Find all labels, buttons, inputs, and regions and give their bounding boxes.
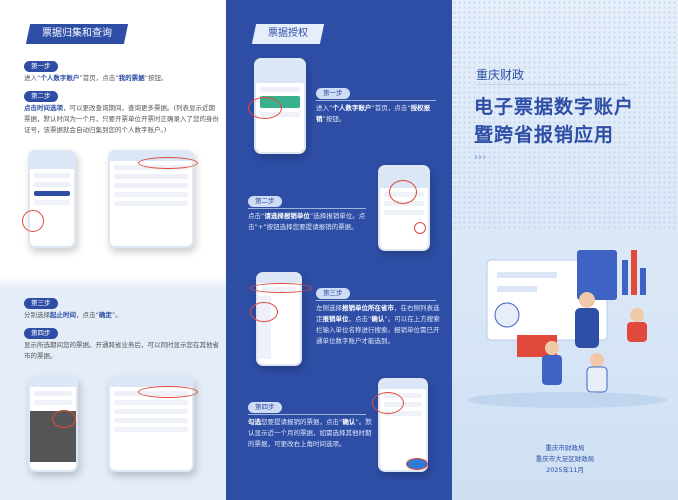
t: 请选择报销单位	[264, 212, 310, 220]
bar	[640, 268, 646, 295]
phone-screenshot	[378, 165, 430, 251]
t: ”按钮。	[144, 74, 168, 82]
t: ，点击“	[348, 315, 372, 323]
screen-line	[497, 272, 557, 278]
person-body	[627, 322, 647, 342]
divider	[476, 84, 628, 85]
highlight-circle	[250, 283, 312, 293]
phone-screenshot	[28, 150, 76, 248]
step-badge: 第三步	[316, 288, 350, 299]
step-text: 勾选您要提请报销的票据，点击“确认”。默认显示近一个月的票据，如需选择其他时期的…	[248, 417, 372, 450]
step-text: 点击“请选择报销单位”选择报销单位。点击“+”按钮选择您要提请报销的票据。	[248, 211, 372, 233]
auth-panel: 票据授权 第一步 进入“个人数字账户”首页，点击“授权报销”按钮。 第二步 点击…	[226, 0, 452, 500]
t: ，点击“	[76, 311, 99, 319]
office-illustration	[467, 250, 667, 408]
t: 确认	[371, 315, 385, 323]
highlight-circle	[250, 302, 278, 322]
collect-panel: 票据归集和查询 第一步 进入“个人数字账户”首页，点击“我的票据”按钮。 第二步…	[0, 0, 226, 500]
highlight-circle	[138, 157, 198, 169]
divider	[316, 300, 436, 301]
t: ”。	[111, 311, 122, 319]
t: 分别选择	[24, 311, 50, 319]
bar	[622, 260, 628, 295]
t: ”。默认显示近一个月的票据，如需选择其他时期的票据，可更改右上角时间选项。	[248, 418, 372, 448]
t: 勾选	[248, 418, 261, 426]
t: ”首页，点击“	[79, 74, 119, 82]
step-badge: 第四步	[24, 328, 58, 339]
cover-title-line1: 电子票据数字账户	[474, 96, 635, 118]
person-head	[545, 341, 559, 355]
footer-org-2: 重庆市大足区财政局	[535, 455, 595, 463]
t: ”。可以在上方搜索栏输入单位名称进行搜索。报销单位需已开通单位数字账户才能选到。	[316, 315, 440, 345]
highlight-circle	[52, 410, 76, 428]
person-body	[542, 355, 562, 385]
section-title: 票据归集和查询	[25, 24, 129, 44]
divider	[248, 414, 366, 415]
org-name: 重庆财政	[476, 68, 525, 82]
document-card	[577, 250, 617, 300]
screen-line	[497, 286, 537, 292]
highlight-circle	[389, 180, 417, 204]
bar	[631, 250, 637, 295]
person-head	[579, 292, 595, 308]
cover-title-line2: 暨跨省报销应用	[474, 124, 615, 146]
highlight-circle	[248, 97, 282, 119]
step-text: 进入“个人数字账户”首页，点击“我的票据”按钮。	[24, 73, 219, 84]
person-body	[586, 366, 608, 393]
cover-panel: 重庆财政 电子票据数字账户 暨跨省报销应用 ››› 重庆市财政局 重庆市大足区财…	[452, 0, 678, 500]
t: 授权报销	[316, 104, 431, 123]
t: ，可以更改查询期间，查询更多票据。(列表显示近期票据，默认时间为一个月，只要开票…	[24, 104, 219, 134]
t: 点击“	[248, 212, 265, 220]
t: 确定	[98, 311, 112, 319]
step-badge: 第一步	[316, 88, 350, 99]
footer: 重庆市财政局 重庆市大足区财政局 2025年11月	[452, 443, 678, 476]
t: 进入“	[24, 74, 41, 82]
highlight-circle	[372, 392, 404, 414]
highlight-circle	[22, 210, 44, 232]
footer-date: 2025年11月	[546, 466, 584, 474]
person-body	[575, 308, 599, 348]
t: 确认	[342, 418, 356, 426]
t: 我的票据	[118, 74, 145, 82]
section-title-text: 票据归集和查询	[42, 28, 112, 39]
floor-shadow	[467, 392, 667, 408]
step-badge: 第四步	[248, 402, 282, 413]
t: 左侧选择	[316, 304, 342, 312]
section-title: 票据授权	[251, 24, 325, 44]
step-text: 显示所选期间您的票据。开通跨省业务后，可以同时显示您在其他省市的票据。	[24, 341, 219, 360]
step-text: 分别选择起止时间，点击“确定”。	[24, 310, 219, 321]
person-head	[630, 308, 644, 322]
t: 起止时间	[50, 311, 76, 319]
t: ”按钮。	[322, 115, 346, 123]
add-button-highlight	[414, 222, 426, 234]
t: 个人数字账户	[40, 74, 80, 82]
divider	[248, 208, 366, 209]
divider	[316, 100, 436, 101]
t: 点击时间选项	[24, 104, 63, 112]
step-badge: 第二步	[248, 196, 282, 207]
person-head	[590, 353, 604, 367]
t: ”首页，点击“	[371, 104, 411, 112]
t: 个人数字账户	[332, 104, 372, 112]
t: ，在右侧列表选定	[316, 304, 440, 323]
dot-pattern	[452, 0, 678, 230]
chevrons-icon: ›››	[474, 152, 487, 163]
section-title-text: 票据授权	[268, 28, 308, 39]
confirm-button-highlight	[406, 458, 428, 470]
magnifier-icon	[494, 302, 520, 328]
t: 您要提请报销的票据，点击“	[261, 418, 343, 426]
step-badge: 第二步	[24, 91, 58, 102]
t: 进入“	[316, 104, 333, 112]
step-badge: 第三步	[24, 298, 58, 309]
step-badge: 第一步	[24, 61, 58, 72]
t: 报销单位	[322, 315, 349, 323]
t: 报销单位所在省市	[342, 304, 394, 312]
footer-org-1: 重庆市财政局	[545, 444, 585, 452]
step-text: 左侧选择报销单位所在省市，在右侧列表选定报销单位，点击“确认”。可以在上方搜索栏…	[316, 303, 442, 347]
step-text: 进入“个人数字账户”首页，点击“授权报销”按钮。	[316, 103, 434, 125]
step-text: 点击时间选项，可以更改查询期间，查询更多票据。(列表显示近期票据，默认时间为一个…	[24, 103, 219, 136]
t: ”选择报销单位。点击“+”按钮选择您要提请报销的票据。	[248, 212, 366, 231]
highlight-circle	[138, 386, 198, 398]
